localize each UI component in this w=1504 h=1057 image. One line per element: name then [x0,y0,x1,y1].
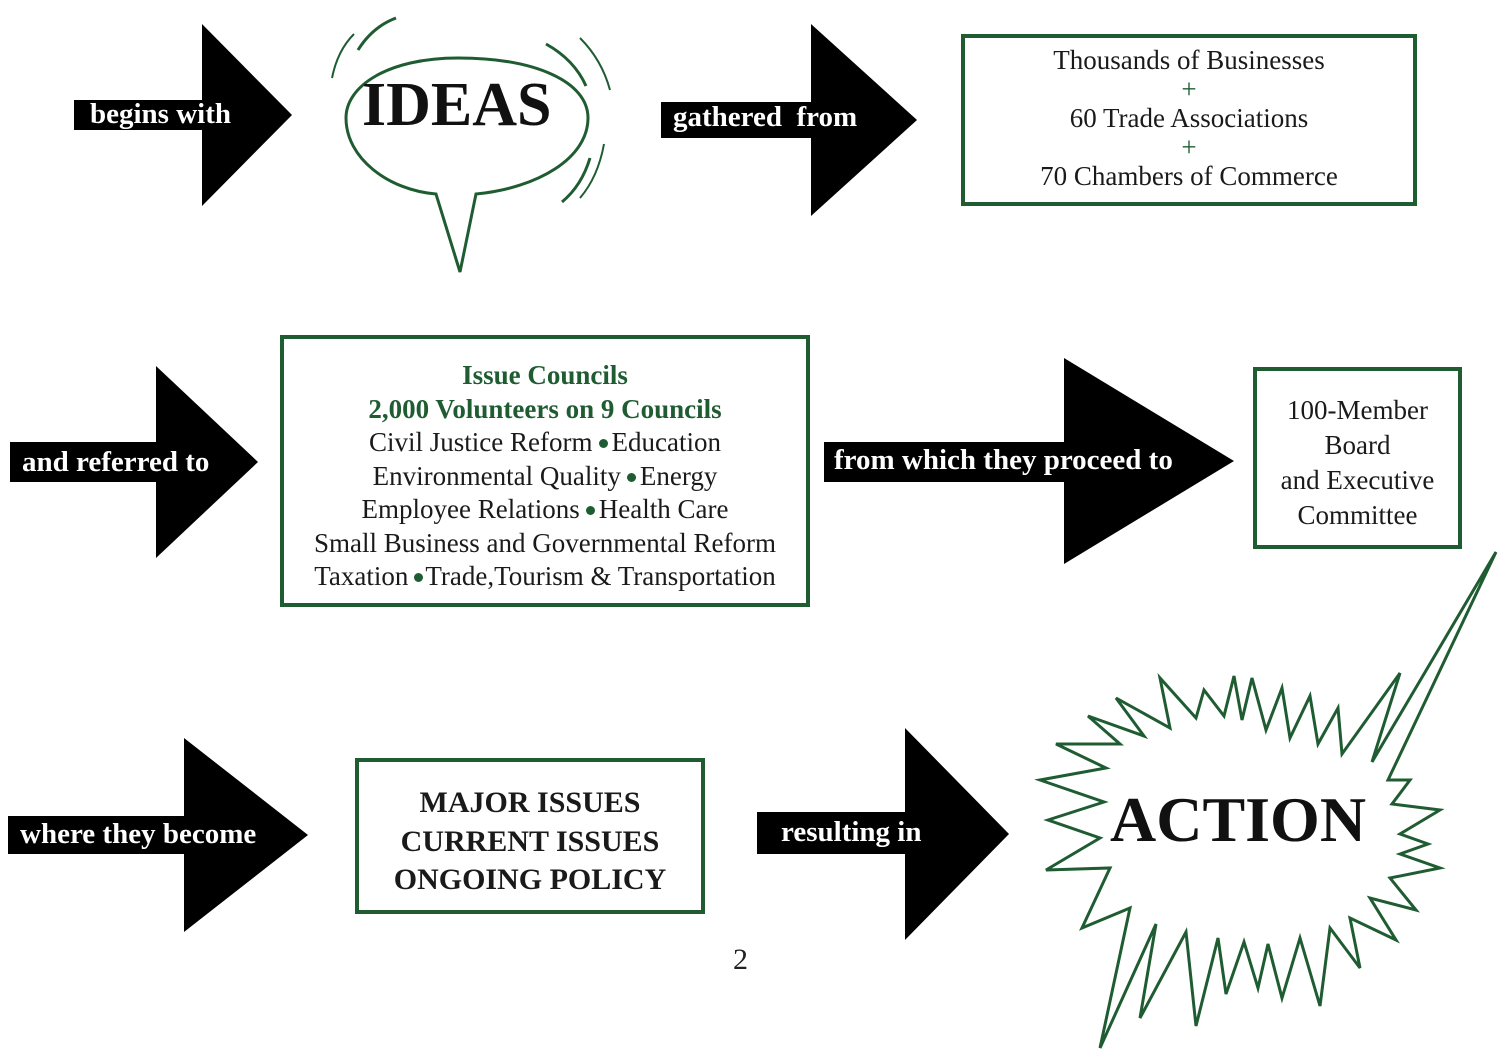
board-line-4: Committee [1297,500,1418,530]
sources-chambers: 70 Chambers of Commerce [1040,161,1338,191]
sources-box: Thousands of Businesses + 60 Trade Assoc… [961,34,1417,206]
issues-major: MAJOR ISSUES [419,786,641,819]
arrow-gathered-from: gathered from [661,24,921,216]
board-line-1: 100-Member [1287,395,1428,425]
arrow-resulting-in: resulting in [757,728,1013,940]
issues-box: MAJOR ISSUES CURRENT ISSUES ONGOING POLI… [355,758,705,914]
arrow-label-where-they-become: where they become [20,818,257,850]
councils-line-2: Environmental Quality Energy [284,460,806,494]
council-environmental: Environmental Quality [372,460,621,491]
council-trade-tourism: Trade,Tourism & Transportation [425,561,776,591]
council-education: Education [611,427,721,457]
arrow-label-gathered-from: gathered from [673,101,858,133]
council-taxation: Taxation [314,561,409,591]
page-number: 2 [733,943,748,976]
council-health-care: Health Care [598,494,729,524]
sources-trade-associations: 60 Trade Associations [1069,103,1309,133]
board-box: 100-Member Board and Executive Committee [1253,367,1462,549]
arrow-label-from-which-they-proceed: from which they proceed to [834,444,1173,476]
sources-businesses: Thousands of Businesses [1053,45,1325,75]
issues-ongoing-policy: ONGOING POLICY [393,863,667,896]
ideas-word: IDEAS [362,71,552,139]
councils-line-3: Employee Relations Health Care [284,493,806,527]
issue-councils-box: Issue Councils 2,000 Volunteers on 9 Cou… [280,335,810,607]
arrow-where-they-become: where they become [8,738,312,932]
ideas-speech-bubble [331,16,611,273]
bullet-dot-icon [626,472,636,482]
councils-line-1: Civil Justice Reform Education [284,426,806,460]
arrow-label-begins-with: begins with [90,98,232,130]
arrow-label-resulting-in: resulting in [781,816,922,848]
council-employee-relations: Employee Relations [361,494,580,524]
bullet-dot-icon [585,506,595,516]
arrow-and-referred-to: and referred to [10,366,262,558]
board-line-2: Board [1324,430,1391,460]
arrow-begins-with: begins with [74,24,294,206]
councils-line-5: Taxation Trade,Tourism & Transportation [284,560,806,594]
councils-subtitle: 2,000 Volunteers on 9 Councils [368,393,722,424]
sources-plus-2: + [1181,132,1197,162]
arrow-from-which-they-proceed: from which they proceed to [824,358,1238,564]
bullet-dot-icon [598,439,608,449]
bullet-dot-icon [414,573,424,583]
sources-plus-1: + [1181,74,1197,104]
councils-title: Issue Councils [462,360,628,390]
arrow-label-and-referred-to: and referred to [22,446,210,478]
council-energy: Energy [639,460,718,491]
council-civil-justice: Civil Justice Reform [369,427,593,457]
issues-current: CURRENT ISSUES [400,824,660,858]
action-word: ACTION [1110,784,1367,855]
board-line-3: and Executive [1280,465,1435,495]
action-starburst [1034,551,1498,1049]
council-small-business: Small Business and Governmental Reform [314,527,776,558]
